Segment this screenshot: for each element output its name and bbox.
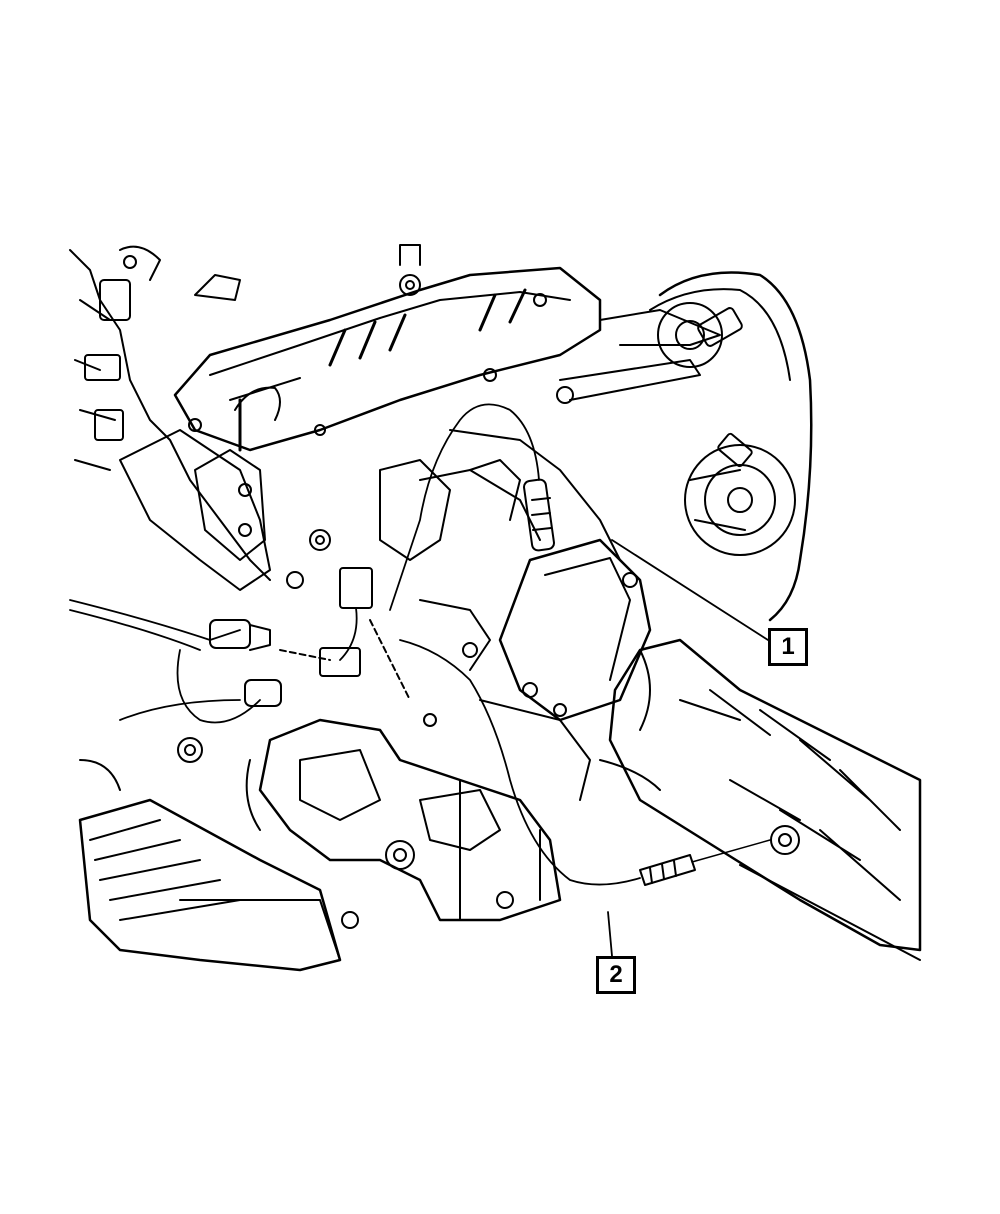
valve-cover [173,244,602,452]
callout-1-label: 1 [781,633,795,660]
engine-block-left [69,245,331,591]
upstream-oxygen-sensor [389,403,555,611]
transmission-case [78,737,359,972]
leader-line-1 [611,539,769,641]
callout-1: 1 [768,628,808,666]
wiring-harness [69,567,411,724]
callout-2: 2 [596,956,636,994]
leader-line-2 [607,911,613,957]
downstream-oxygen-sensor [399,639,696,886]
transmission-mount [245,718,562,922]
catalytic-converter [608,638,922,961]
pulley-assembly [556,271,813,622]
exhaust-manifold [419,429,652,722]
leader-line-2b [691,839,771,863]
callout-2-label: 2 [609,961,623,988]
engine-lower-details [379,459,661,801]
